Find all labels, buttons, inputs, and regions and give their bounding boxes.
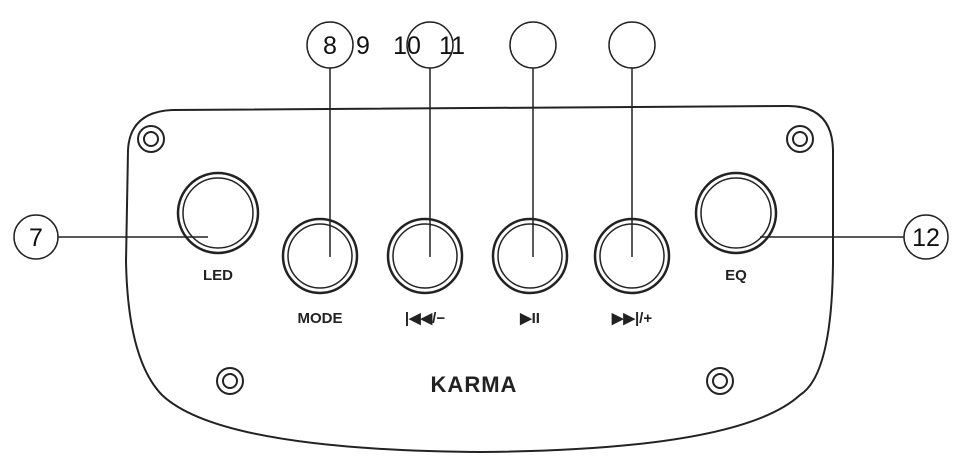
mode-label: MODE <box>298 310 343 327</box>
callout-circle-9 <box>406 21 454 69</box>
mode-button[interactable] <box>281 217 359 295</box>
screw-hole-bottom-right <box>706 367 734 395</box>
led-button[interactable] <box>176 171 260 255</box>
callout-number-7: 7 <box>29 224 43 252</box>
callout-circle-8 <box>306 21 354 69</box>
prev-volume-down-label: |◀◀/− <box>405 310 445 327</box>
callout-circle-11 <box>608 21 656 69</box>
brand-logo: KARMA <box>431 372 518 397</box>
screw-hole-bottom-left <box>216 367 244 395</box>
screw-hole-top-right <box>786 125 814 153</box>
prev-volume-down-button[interactable] <box>386 217 464 295</box>
callout-circle-7 <box>13 214 59 260</box>
eq-label: EQ <box>725 267 747 284</box>
callout-circle-10 <box>509 21 557 69</box>
callout-number-12: 12 <box>912 224 940 252</box>
callout-number-9: 9 <box>356 32 370 60</box>
panel-outline <box>124 104 834 454</box>
play-pause-button[interactable] <box>491 217 569 295</box>
play-pause-label: ▶II <box>519 310 540 327</box>
eq-button[interactable] <box>694 171 778 255</box>
callout-number-11: 11 <box>439 32 465 60</box>
callout-number-10: 10 <box>393 32 421 60</box>
next-volume-up-label: ▶▶|/+ <box>611 310 652 327</box>
led-label: LED <box>203 267 233 284</box>
callout-number-8: 8 <box>323 32 337 60</box>
screw-hole-top-left <box>137 125 165 153</box>
callout-circle-12 <box>903 214 949 260</box>
